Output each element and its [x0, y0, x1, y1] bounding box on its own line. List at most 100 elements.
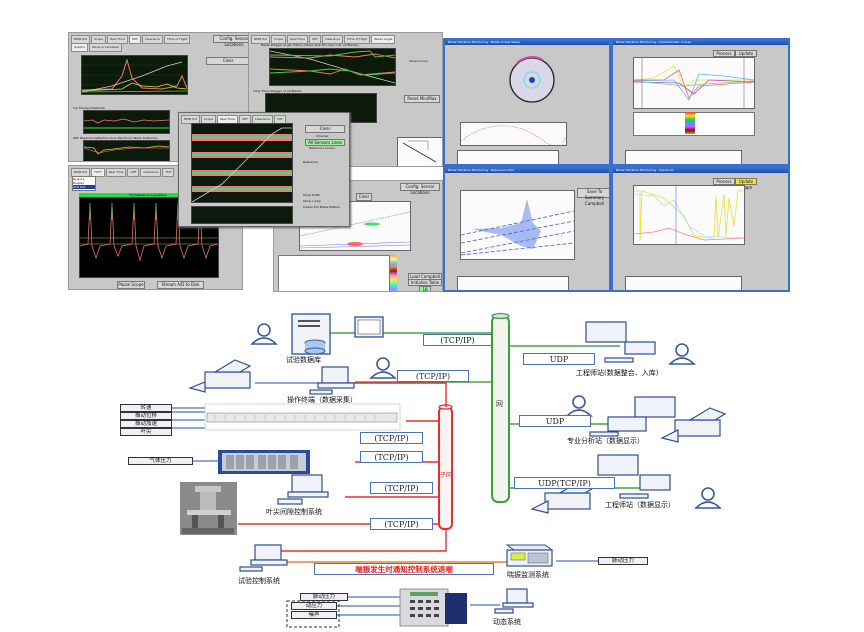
tab[interactable]: Real Time	[287, 35, 308, 44]
blade-geometry-drawing	[402, 140, 437, 163]
test-rig-photo	[180, 482, 237, 535]
dynamic-inputs-group	[286, 600, 340, 628]
tab[interactable]: Clearance	[140, 168, 162, 177]
main-bus-label: 网	[496, 400, 503, 408]
input-surge-pulsation: 脉动压力	[598, 557, 648, 565]
save-summary-button[interactable]: Save To Summary Campbell	[577, 188, 609, 206]
input-blade-tip: 叶尖	[120, 428, 172, 436]
rack2-link-label: (TCP/IP)	[360, 451, 423, 463]
trend-plot	[625, 276, 742, 290]
database-server-icon	[291, 313, 384, 355]
software-screenshot-collage: BMM Ext Scope Real Time OPF Clearance Ti…	[68, 30, 790, 292]
tab[interactable]: BMM Ext	[251, 35, 271, 44]
tab[interactable]: OPF	[308, 35, 321, 44]
list-item[interactable]: Acquire	[73, 177, 85, 181]
subtab[interactable]: Setup & Campbell	[88, 43, 122, 52]
trend-plot	[457, 276, 569, 290]
eng-station2-caption: 工程师站（数据显示）	[605, 501, 675, 509]
show-cursor-option[interactable]: Show Cursor	[409, 59, 428, 63]
sub-bus-label: 子网	[440, 472, 453, 479]
results-table	[278, 255, 390, 291]
trend-plot	[625, 150, 742, 164]
tab[interactable]: TOF	[162, 168, 175, 177]
color-legend	[685, 112, 695, 134]
subtab[interactable]: Graphs	[71, 43, 88, 52]
pause-scope-button[interactable]: Pause Scope	[117, 281, 145, 289]
tip-timing-plot	[83, 110, 170, 134]
panel-spectrum: Blade Vibration Monitoring - Spectrum Pr…	[611, 166, 790, 292]
panel-resonance: Blade Vibration Monitoring - Resonance P…	[443, 166, 611, 292]
realtime-subplot	[191, 206, 293, 224]
resonance-traces	[461, 199, 574, 256]
spectrum-traces	[634, 186, 744, 244]
tab[interactable]: Real Time	[105, 168, 127, 177]
rig-link-label: (TCP/IP)	[370, 518, 433, 530]
initialise-table-button[interactable]: Initialise Table	[408, 279, 442, 286]
geometry-sketch	[397, 137, 442, 166]
characteristic-curves	[634, 58, 754, 108]
window-titlebar	[613, 168, 788, 173]
tab[interactable]: Time of Flight	[163, 35, 191, 44]
tab[interactable]: Scope	[271, 35, 287, 44]
clear-button[interactable]: Clear	[305, 125, 345, 133]
option-checkbox[interactable]: Freeze Full Blade Pattern	[303, 205, 341, 209]
clear-button[interactable]: Clear	[356, 193, 372, 201]
tab[interactable]: Clearance	[321, 35, 343, 44]
analysis-caption: 专业分析站（数据显示）	[567, 437, 644, 445]
tab[interactable]: BMM Ext	[181, 115, 201, 124]
stream-to-disk-button[interactable]: Stream A/D to Disk	[157, 281, 204, 289]
option-checkbox[interactable]: Show cursor	[303, 199, 322, 203]
database-caption: 试验数据库	[286, 356, 321, 364]
reset-minmax-button[interactable]: Reset Min/Max	[404, 95, 440, 103]
option-checkbox[interactable]: Show SYNC	[303, 193, 321, 197]
mode-list[interactable]: Acquire Display XYZ Plot	[72, 176, 96, 191]
operator-link-label: (TCP/IP)	[397, 370, 469, 382]
tab[interactable]: OPF	[128, 35, 141, 44]
window-title: Blade Vibration Monitoring - Blade Arriv…	[448, 40, 520, 44]
amplitude-traces	[82, 58, 187, 93]
reference-label: Reference	[303, 160, 319, 164]
resonance-plot	[460, 190, 575, 260]
daq-chassis-icon	[206, 412, 398, 423]
panel-tip-timing-graphs: BMM Ext Scope Real Time OPF Clearance Ti…	[68, 32, 258, 162]
blade-polar-chart	[509, 56, 555, 103]
dynamic-daq-icon	[399, 588, 467, 627]
panel-a-subtabs: Graphs Setup & Campbell	[71, 43, 255, 52]
panel-scope: BMM Ext TOFF Real Time OPF Clearance TOF…	[68, 165, 243, 290]
input-speed: 转速	[120, 404, 172, 412]
trend-plot	[457, 150, 559, 164]
tip-timing-traces	[84, 118, 169, 129]
pressure-chassis-icon	[218, 450, 310, 474]
tab[interactable]: OPF	[127, 168, 140, 177]
stagger-history-traces	[270, 50, 395, 84]
tab[interactable]: Blade Angle	[371, 35, 396, 44]
main-network-bus	[491, 315, 510, 503]
stagger-history-plot	[269, 48, 396, 86]
tab[interactable]: Time of Flight	[343, 35, 371, 44]
campbell-traces	[300, 211, 410, 249]
config-sensor-button[interactable]: Config. Sensor Locations	[400, 183, 440, 195]
test-control-caption: 试验控制系统	[238, 577, 280, 585]
eng-station1-link-label: UDP	[523, 353, 595, 365]
channel-label: Channel	[316, 134, 329, 138]
tab[interactable]: TOFF	[91, 168, 105, 177]
rack1-link-label: (TCP/IP)	[360, 432, 423, 444]
eng-station1-caption: 工程师站(数据整合、入库)	[576, 369, 659, 377]
surge-alarm-label: 喘振发生时通知控制系统退喘	[314, 563, 494, 575]
tab[interactable]: Clearance	[141, 35, 163, 44]
list-item[interactable]: XYZ Plot	[73, 185, 95, 189]
polar-plot	[507, 55, 557, 105]
channel-select[interactable]: All Sensors Lines	[305, 139, 345, 146]
plot-title-bar: Tip Clearance Acquisition	[79, 193, 217, 197]
operator-caption: 操作终端（数据采集）	[287, 396, 357, 404]
list-item[interactable]: Display	[73, 181, 85, 185]
window-titlebar	[613, 40, 788, 45]
update-graph-button[interactable]: Update Graph	[735, 178, 757, 190]
panel-a-tabs: BMM Ext Scope Real Time OPF Clearance Ti…	[71, 35, 255, 44]
input-dynamic-pulsation: 脉动压力	[300, 593, 348, 601]
section-title: OPF Baseline Deflection from Electronic …	[73, 136, 159, 140]
input-noise: 噪声	[291, 611, 337, 619]
panel-c-tabs: BMM Ext Scope Real Time OPF Clearance TO…	[181, 115, 347, 124]
window-titlebar	[445, 40, 609, 45]
